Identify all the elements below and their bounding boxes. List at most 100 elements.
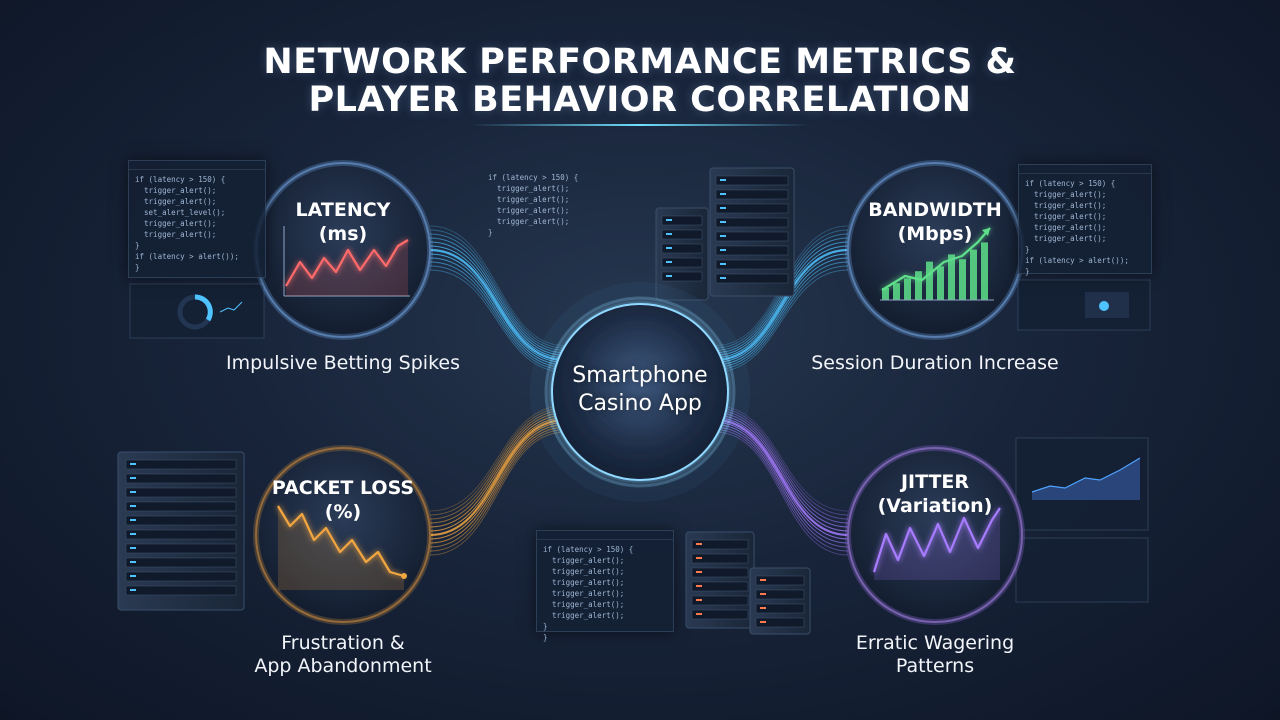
server-led [696,599,702,601]
data-stream-line [714,417,849,532]
packet-loss-line [277,505,405,578]
server-slot [125,459,237,470]
packet-loss-end-point [401,573,407,579]
code-snippet-top-center: if (latency > 150) { trigger_alert(); tr… [488,173,579,237]
packet-loss-label: PACKET LOSS (%) [263,476,423,524]
packet-loss-line-area [278,506,404,590]
data-stream-line [714,429,849,552]
latency-line [285,239,409,287]
server-slots [125,175,805,628]
server-led [760,621,766,623]
server-slot [125,473,237,484]
page-title-line-1: NETWORK PERFORMANCE METRICS & [263,42,1017,82]
bandwidth-label-line-1: BANDWIDTH [868,199,1002,221]
data-stream-line [429,269,566,373]
bandwidth-bar [948,254,955,300]
server-led [720,249,726,251]
bandwidth-bar [959,259,966,300]
server-led [666,233,672,235]
server-slot [661,271,703,282]
code-snippet: if (latency > 150) { trigger_alert(); tr… [543,545,634,642]
server-slot [715,175,789,186]
dashboard-panel-left [129,283,265,339]
data-stream-line [714,248,849,362]
data-stream-line [429,409,566,520]
server-led [130,463,136,465]
data-stream-line [714,409,849,520]
jitter-caption-line-1: Erratic Wagering [855,632,1015,654]
data-stream-line [714,253,849,363]
server-led [130,547,136,549]
server-slot [691,595,749,606]
server-led [720,179,726,181]
packet-loss-label-line-1: PACKET LOSS [271,477,415,499]
hub-circle [530,282,750,502]
code-panel-bottom-center: if (latency > 150) { trigger_alert(); tr… [536,530,674,642]
server-slot [125,529,237,540]
server-slot [715,217,789,228]
server-led [760,593,766,595]
server-slot [125,571,237,582]
bandwidth-bar [937,266,944,300]
data-stream-line [714,269,849,373]
data-stream-line [429,418,566,537]
server-slot [715,231,789,242]
dashboard-panel-right [1017,279,1151,331]
data-stream-line [714,265,849,371]
jitter-unit: (Variation) [877,495,993,517]
server-slot [755,617,805,628]
data-stream-line [714,421,849,540]
server-slot [125,501,237,512]
code-panel-top-right: if (latency > 150) { trigger_alert(); tr… [1018,164,1152,276]
server-slot [661,215,703,226]
server-led [720,235,726,237]
packet-loss-caption-line-2: App Abandonment [254,655,432,677]
server-slot [125,557,237,568]
data-stream-line [429,237,566,354]
data-stream-line [429,245,566,359]
data-stream-line [429,412,566,524]
data-stream-line [429,405,566,512]
server-led [696,557,702,559]
server-led [130,561,136,563]
code-snippet: if (latency > 150) { trigger_alert(); tr… [1025,179,1129,276]
packet-loss-caption: Frustration & App Abandonment [213,632,473,678]
latency-label-line-1: LATENCY [295,199,391,221]
data-stream-line [429,414,566,528]
server-slot [715,245,789,256]
data-stream-line [714,412,849,524]
server-slot [715,203,789,214]
server-slot [125,487,237,498]
server-slot [661,243,703,254]
data-stream-line [429,431,566,556]
server-led [720,193,726,195]
jitter-caption: Erratic Wagering Patterns [805,632,1065,678]
jitter-label: JITTER (Variation) [855,470,1015,518]
server-slot [691,567,749,578]
data-stream-line [714,261,849,368]
data-stream-line [429,426,566,548]
bandwidth-bar [882,288,889,300]
server-led [696,613,702,615]
bandwidth-trend [881,227,991,291]
jitter-caption-line-2: Patterns [895,655,975,677]
latency-label: LATENCY (ms) [263,198,423,246]
server-led [130,575,136,577]
title-divider [470,124,810,126]
dashboard-panel-jitter [1015,437,1149,603]
server-led [666,219,672,221]
packet-loss-caption-line-1: Frustration & [281,632,405,654]
data-stream-line [714,257,849,366]
data-stream-line [429,417,566,532]
server-led [720,277,726,279]
server-slot [125,585,237,596]
server-led [666,275,672,277]
server-slot [755,603,805,614]
server-led [666,247,672,249]
bandwidth-bar [904,278,911,300]
data-stream-line [429,248,566,362]
hub-label-line-2: Casino App [578,391,702,416]
hub-label-line-1: Smartphone [572,363,708,388]
data-stream-line [714,418,849,537]
